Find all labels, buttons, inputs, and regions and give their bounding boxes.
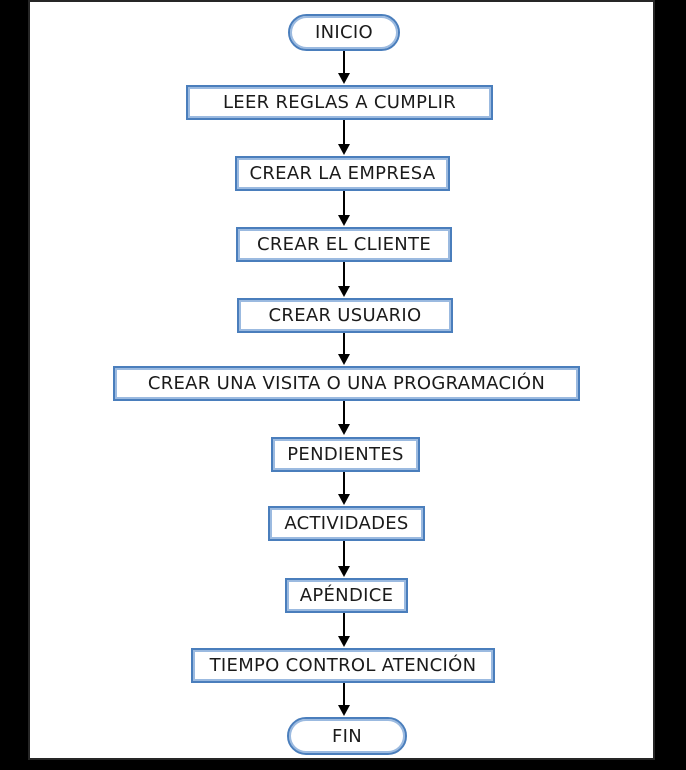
flow-node-pendientes: PENDIENTES (271, 437, 420, 472)
flow-node-apendice: APÉNDICE (285, 578, 408, 613)
arrow-down-icon (338, 683, 350, 716)
arrow-down-icon (338, 401, 350, 435)
arrow-down-icon (338, 120, 350, 155)
arrow-down-icon (338, 51, 350, 84)
flow-node-crear-usuario: CREAR USUARIO (237, 298, 453, 333)
flow-node-crear-cliente: CREAR EL CLIENTE (236, 227, 452, 262)
arrow-down-icon (338, 262, 350, 297)
flow-node-fin: FIN (287, 717, 407, 755)
flow-node-actividades: ACTIVIDADES (268, 506, 425, 541)
flow-node-tiempo-control-atencion: TIEMPO CONTROL ATENCIÓN (191, 648, 495, 683)
flow-node-inicio: INICIO (288, 14, 400, 51)
arrow-down-icon (338, 333, 350, 365)
arrow-down-icon (338, 541, 350, 577)
flow-node-crear-empresa: CREAR LA EMPRESA (235, 156, 450, 191)
arrow-down-icon (338, 472, 350, 505)
arrow-down-icon (338, 191, 350, 226)
arrow-down-icon (338, 613, 350, 647)
flow-node-crear-visita-programacion: CREAR UNA VISITA O UNA PROGRAMACIÓN (113, 366, 580, 401)
flow-node-leer-reglas: LEER REGLAS A CUMPLIR (186, 85, 493, 120)
